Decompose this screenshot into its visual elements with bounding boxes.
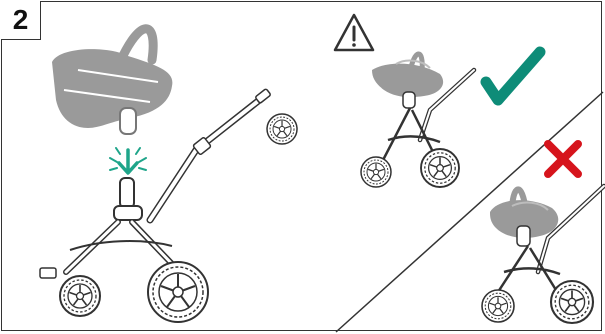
warning-triangle-icon <box>335 15 373 50</box>
car-seat-large <box>52 29 172 134</box>
step-number: 2 <box>1 1 41 40</box>
cross-mark-icon <box>548 144 578 174</box>
click-down-arrow-icon <box>110 148 146 173</box>
stroller-incorrect <box>482 186 604 323</box>
stroller-correct <box>267 54 474 187</box>
check-mark-icon <box>486 52 540 100</box>
